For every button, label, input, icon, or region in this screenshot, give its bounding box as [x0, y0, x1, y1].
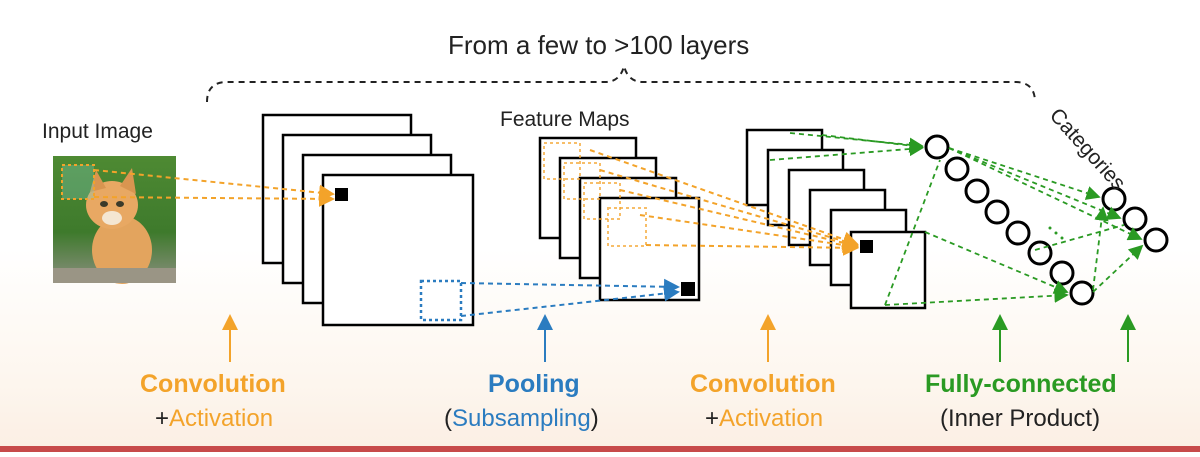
- footer-bar: [0, 446, 1200, 452]
- stage-3-sub: +Activation: [705, 405, 824, 432]
- conv2-feature-stack: [745, 128, 927, 310]
- fc-neurons: [924, 134, 1095, 306]
- pooling-window: [419, 279, 463, 322]
- stage-2-sub: (Subsampling): [444, 405, 599, 432]
- stage-4-name: Fully-connected: [925, 370, 1117, 398]
- layers-brace: [206, 65, 1036, 103]
- stage-3-name: Convolution: [690, 370, 836, 398]
- conv1-feature-stack: [261, 113, 475, 327]
- stage-1-name: Convolution: [140, 370, 286, 398]
- category-neurons: [1101, 186, 1169, 253]
- feature-maps-label: Feature Maps: [500, 108, 630, 131]
- layers-title: From a few to >100 layers: [448, 30, 750, 60]
- pooled-output-pixel: [681, 282, 695, 296]
- stage-1-sub: +Activation: [155, 405, 274, 432]
- stage-2-name: Pooling: [488, 370, 580, 398]
- stage-4-sub: (Inner Product): [940, 405, 1101, 432]
- input-image-label: Input Image: [42, 120, 153, 143]
- conv2-output-pixel: [860, 240, 873, 253]
- conv1-output-pixel: [335, 188, 348, 201]
- input-image: [53, 156, 176, 284]
